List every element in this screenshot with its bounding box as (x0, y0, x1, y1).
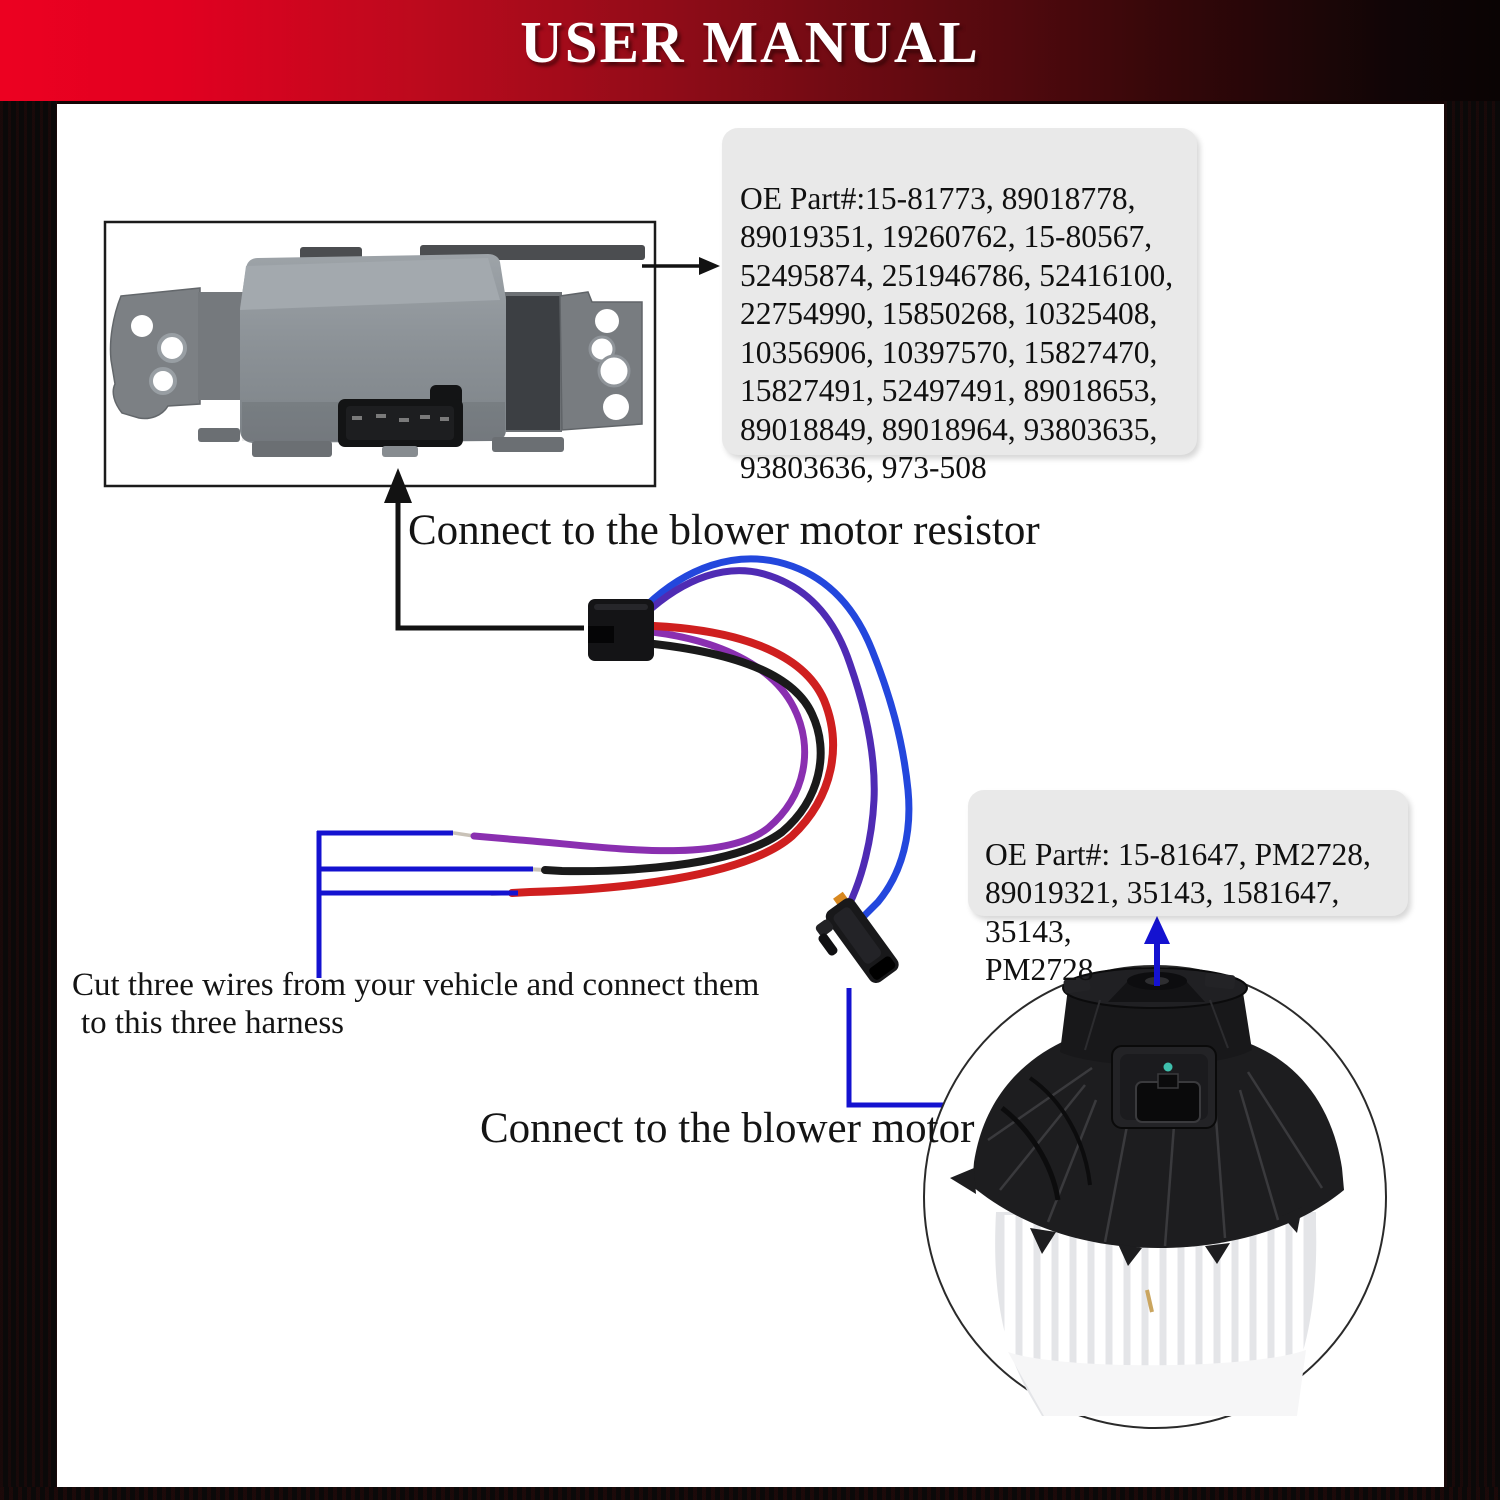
harness-caption-line2: to this three harness (81, 1005, 345, 1041)
harness-caption-line1: Cut three wires from your vehicle and co… (72, 967, 760, 1003)
resistor-part-numbers-box: OE Part#:15-81773, 89018778, 89019351, 1… (722, 128, 1197, 485)
banner: USER MANUAL (0, 0, 1500, 104)
parts-arrow-icon (642, 257, 720, 275)
resistor-photo (103, 220, 657, 488)
bottom-border (0, 1487, 1500, 1500)
motor-caption: Connect to the blower motor (480, 1105, 975, 1152)
wire-harness-photo (452, 555, 913, 984)
parts-up-arrow-icon (1144, 916, 1170, 986)
motor-part-numbers: OE Part#: 15-81647, PM2728, 89019321, 35… (985, 836, 1371, 988)
right-border (1444, 101, 1500, 1500)
left-border (0, 101, 57, 1500)
resistor-pointer-arrow-icon (384, 468, 584, 631)
resistor-caption: Connect to the blower motor resistor (408, 507, 1040, 554)
page-title: USER MANUAL (520, 9, 980, 75)
harness-caption: Cut three wires from your vehicle and co… (72, 966, 772, 1042)
motor-part-numbers-box: OE Part#: 15-81647, PM2728, 89019321, 35… (968, 790, 1408, 987)
blower-motor-photo (923, 965, 1387, 1429)
resistor-part-numbers: OE Part#:15-81773, 89018778, 89019351, 1… (740, 180, 1174, 486)
harness-left-bracket-lines (316, 830, 533, 978)
